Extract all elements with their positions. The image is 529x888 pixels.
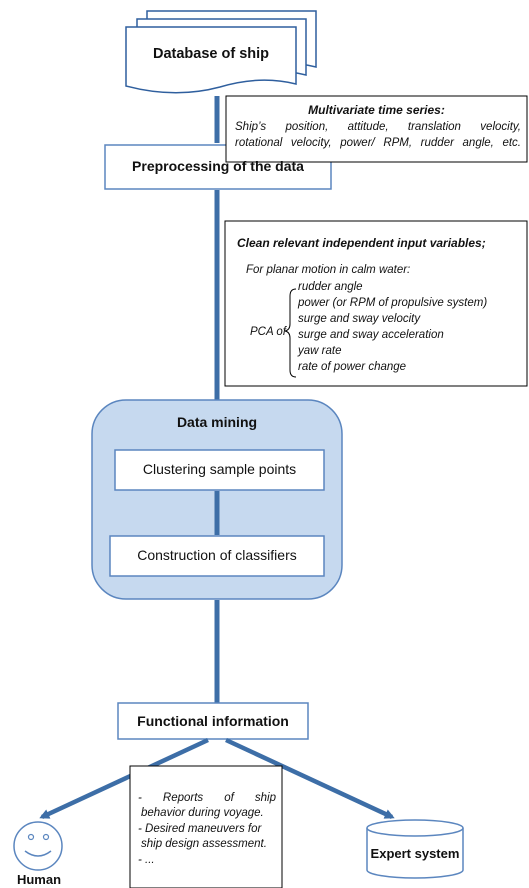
time-series-line-2: rotational velocity, power/ RPM, rudder … [235, 137, 521, 149]
database-label: Database of ship [152, 46, 270, 62]
time-series-line-1: Ship’s position, attitude, translation v… [235, 121, 521, 133]
outputs-line-3: - Desired maneuvers for [138, 823, 262, 835]
expert-system-cylinder-icon [366, 819, 464, 879]
flow-arrow-functional-to-expert [225, 737, 395, 820]
preprocessing-label: Preprocessing of the data [132, 158, 304, 174]
time-series-heading: Multivariate time series: [308, 103, 445, 117]
functional-information-box [117, 702, 309, 740]
variables-heading: Clean relevant independent input variabl… [237, 236, 486, 250]
variable-item: yaw rate [298, 345, 342, 357]
data-mining-title: Data mining [176, 414, 258, 430]
flow-arrow-functional-to-human [39, 737, 209, 820]
pca-label: PCA of [250, 326, 287, 338]
variables-intro: For planar motion in calm water: [246, 264, 411, 276]
expert-system-label: Expert system [370, 846, 460, 861]
clustering-box [114, 449, 325, 491]
human-smiley-icon [13, 821, 63, 871]
clustering-label: Clustering sample points [142, 461, 297, 477]
database-document-stack [125, 10, 317, 94]
outputs-line-1: - Reports of ship [138, 792, 276, 804]
functional-information-label: Functional information [137, 713, 289, 729]
variable-item: surge and sway velocity [298, 313, 421, 325]
pca-brace [284, 288, 297, 378]
outputs-line-4: ship design assessment. [141, 838, 267, 850]
outputs-line-5: - ... [138, 854, 155, 866]
outputs-line-2: behavior during voyage. [141, 807, 264, 819]
variable-item: power (or RPM of propulsive system) [298, 297, 488, 309]
outputs-note-box [129, 765, 283, 888]
variables-note-box [224, 220, 528, 387]
variable-item: rate of power change [298, 361, 407, 373]
classifiers-label: Construction of classifiers [137, 547, 297, 563]
variable-item: surge and sway acceleration [298, 329, 444, 341]
time-series-note-box [225, 95, 528, 163]
classifiers-box [109, 535, 325, 577]
human-label: Human [16, 872, 62, 887]
variable-item: rudder angle [298, 281, 363, 293]
